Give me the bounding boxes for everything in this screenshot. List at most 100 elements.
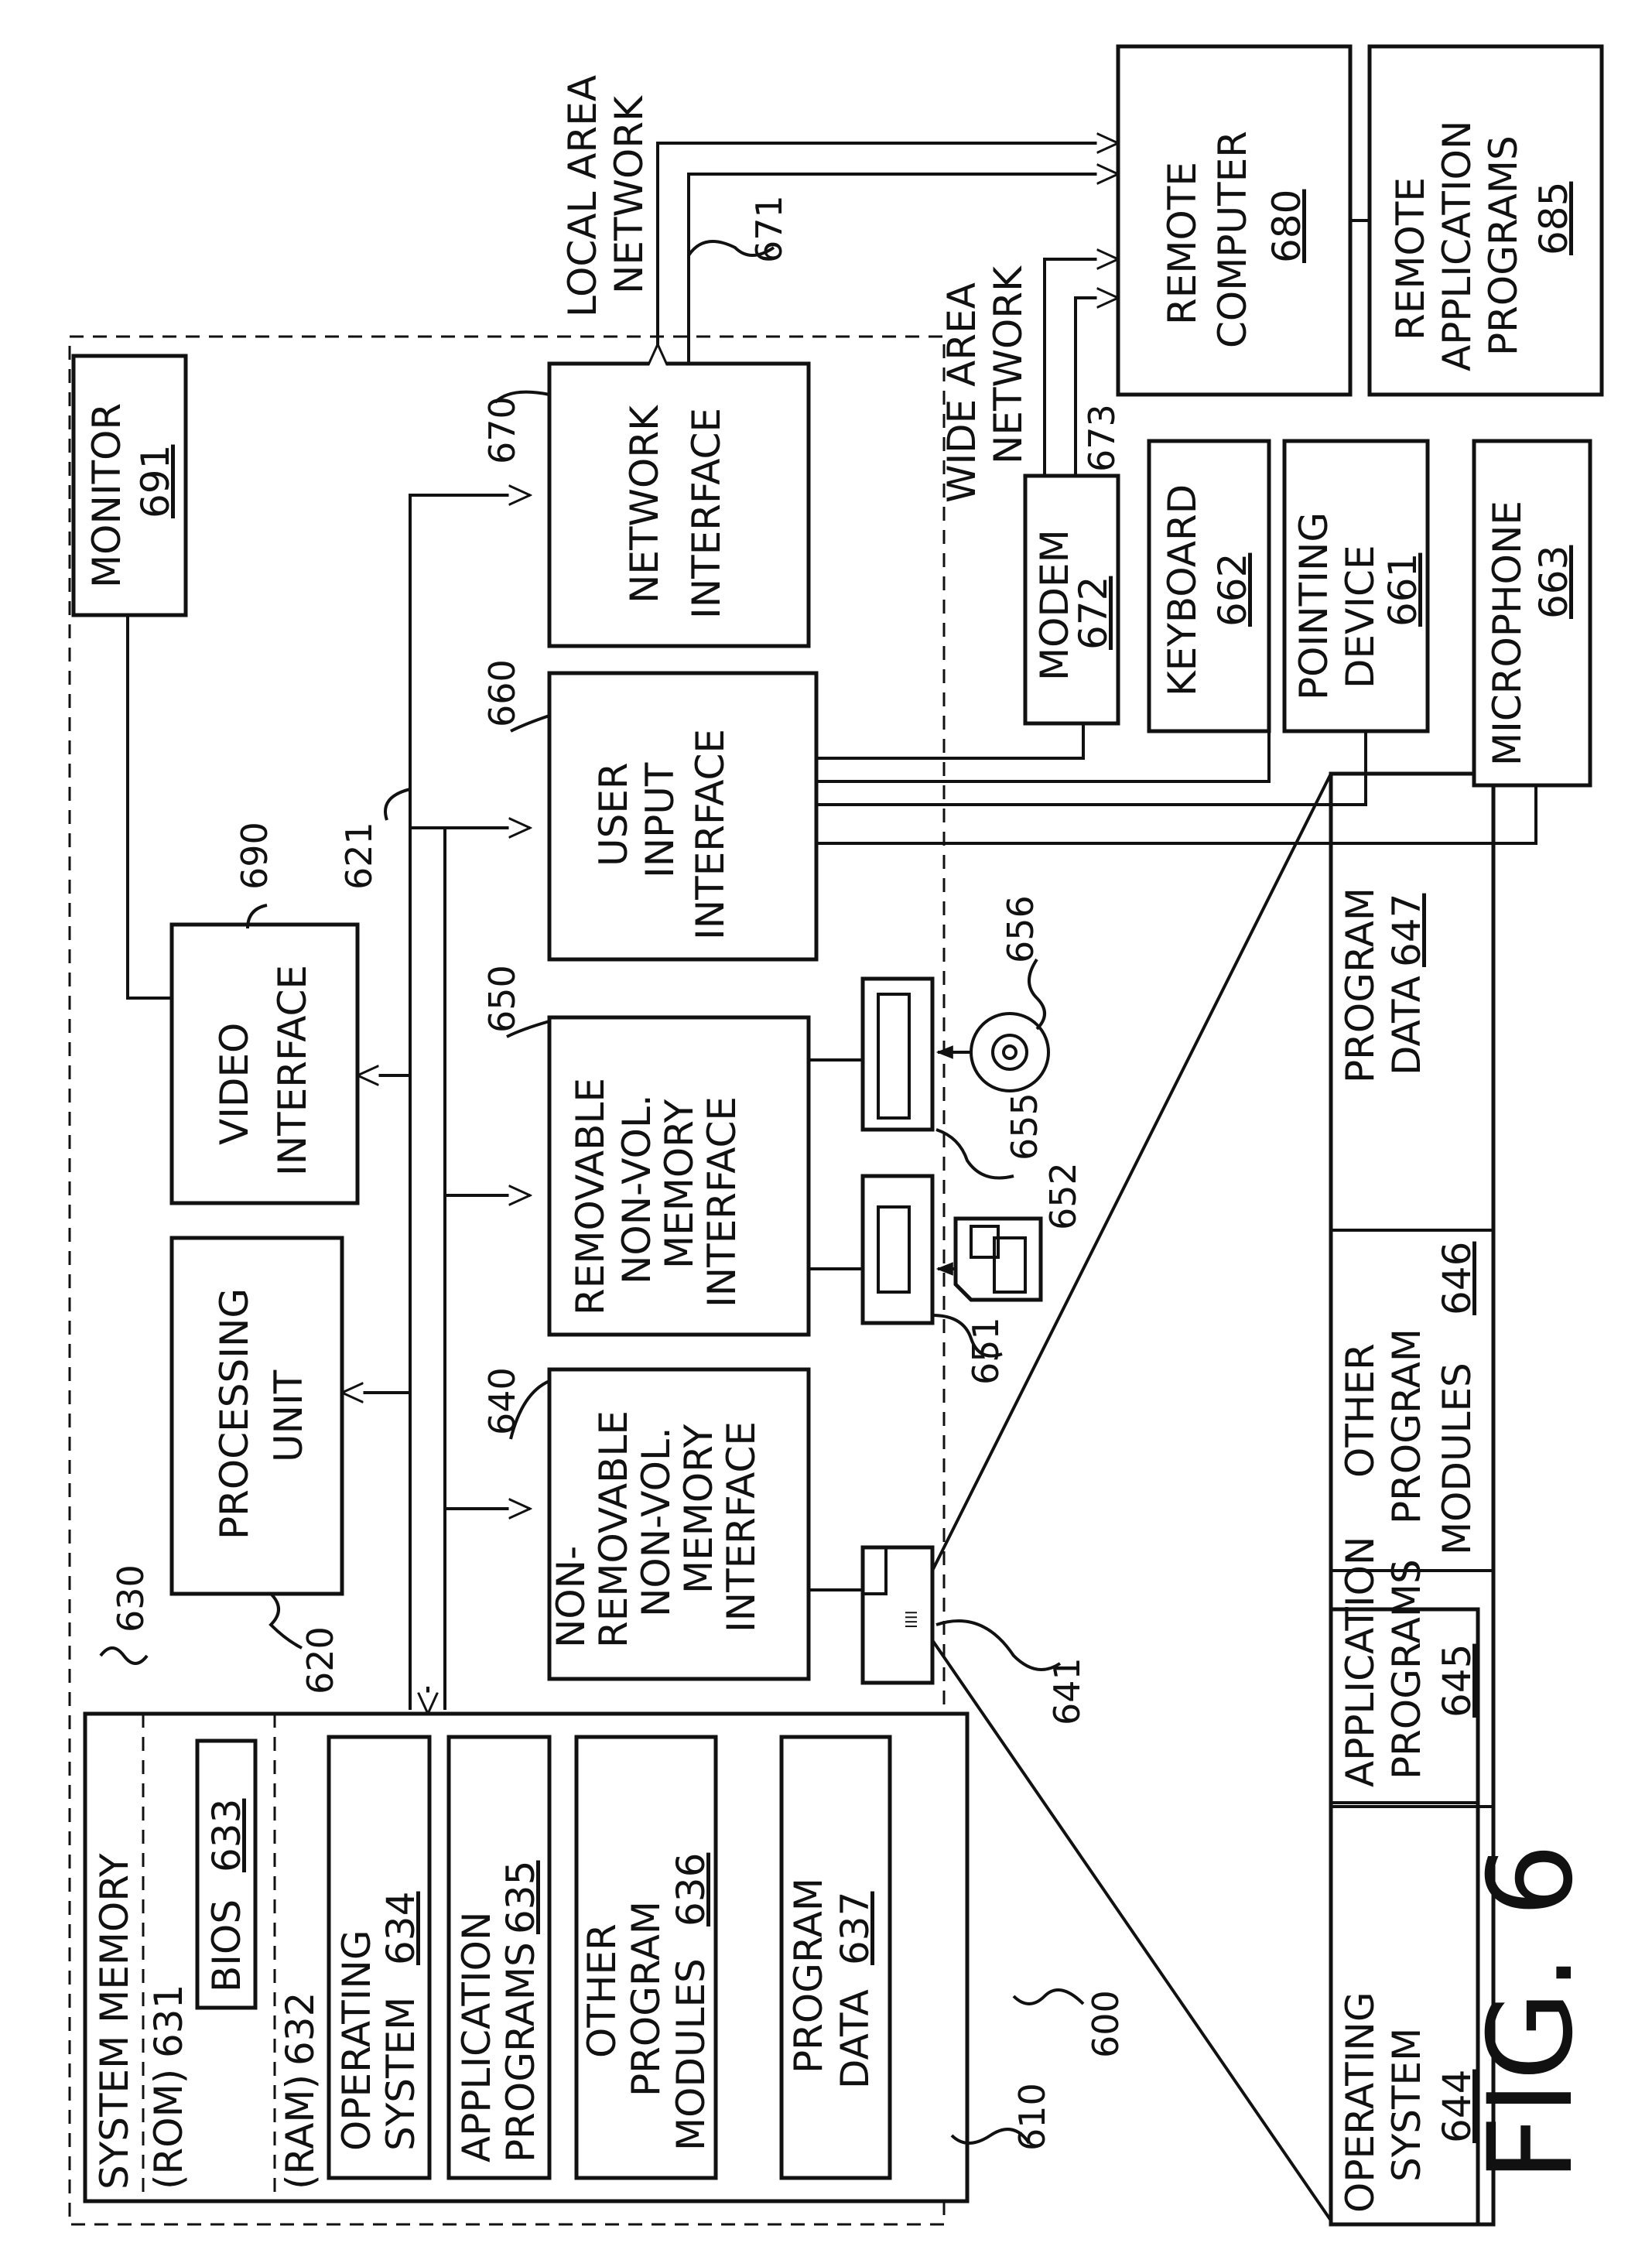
nonremovable-l1: NON-	[549, 1546, 593, 1648]
disk-apps-l1: APPLICATION	[1338, 1537, 1383, 1787]
mem-modules-l3: MODULES	[669, 1958, 713, 2151]
bios-label: BIOS	[204, 1899, 249, 1992]
pointing-l2: DEVICE	[1338, 545, 1383, 689]
processing-unit-l2: UNIT	[266, 1369, 311, 1462]
nonremovable-l4: MEMORY	[676, 1424, 721, 1594]
processing-unit-l1: PROCESSING	[212, 1288, 257, 1540]
wan-l2: NETWORK	[986, 265, 1031, 464]
ref-671: 671	[748, 195, 790, 263]
nonremovable-l2: REMOVABLE	[591, 1410, 636, 1648]
ram-ref: 632	[278, 1992, 323, 2066]
rom-ref: 631	[146, 1985, 191, 2058]
magnetic-drive-icon	[863, 1176, 932, 1323]
user-input-l2: INPUT	[638, 762, 682, 878]
ref-655: 655	[1004, 1092, 1045, 1161]
remote-apps-l2: APPLICATION	[1435, 121, 1479, 371]
disk-os-l2: SYSTEM	[1384, 2028, 1429, 2182]
monitor-link	[128, 615, 172, 998]
figure-label: FIG. 6	[1464, 1843, 1599, 2182]
system-memory-title: SYSTEM MEMORY	[92, 1853, 137, 2190]
hard-disk-icon: IIII	[863, 1547, 932, 1683]
disk-data-l1: PROGRAM	[1338, 887, 1383, 1083]
ref-651: 651	[965, 1317, 1007, 1385]
removable-l2: NON-VOL.	[614, 1094, 659, 1284]
modem-ref: 672	[1071, 576, 1116, 650]
pointing-ref: 661	[1380, 553, 1425, 627]
network-l2: INTERFACE	[684, 408, 729, 619]
monitor-label: MONITOR	[84, 403, 129, 588]
mem-modules-l1: OTHER	[580, 1923, 624, 2058]
lan-connection	[658, 143, 1118, 364]
system-memory-block: SYSTEM MEMORY (ROM) 631 BIOS 633 (RAM) 6…	[85, 1714, 967, 2201]
mem-os-ref: 634	[378, 1892, 423, 1965]
bios-ref: 633	[204, 1799, 249, 1872]
ref-652: 652	[1042, 1162, 1084, 1230]
leader-600	[1014, 1990, 1083, 2004]
nonremovable-l5: INTERFACE	[719, 1421, 764, 1632]
keyboard-label: KEYBOARD	[1160, 484, 1205, 696]
remote-apps-ref: 685	[1531, 182, 1576, 255]
video-interface-l1: VIDEO	[212, 1023, 257, 1145]
ref-670: 670	[481, 396, 523, 464]
leader-641	[936, 1621, 1060, 1670]
microphone-label: MICROPHONE	[1485, 501, 1530, 766]
remote-computer-ref: 680	[1264, 190, 1309, 263]
keyboard-ref: 662	[1210, 553, 1255, 627]
video-interface-box	[172, 925, 357, 1203]
user-input-links	[816, 723, 1536, 843]
ref-630: 630	[110, 1564, 152, 1632]
user-input-l3: INTERFACE	[688, 729, 733, 940]
remote-apps-l1: REMOTE	[1388, 177, 1433, 340]
ref-620: 620	[299, 1626, 341, 1694]
optical-drive-icon	[863, 979, 932, 1130]
disk-apps-l2: PROGRAMS	[1384, 1559, 1429, 1779]
pointing-l1: POINTING	[1291, 512, 1336, 700]
ref-660: 660	[481, 659, 523, 727]
removable-l3: MEMORY	[657, 1099, 702, 1269]
mem-data-ref: 637	[833, 1892, 877, 1965]
mem-os-l1: OPERATING	[334, 1930, 379, 2151]
monitor-ref: 691	[133, 445, 178, 518]
leader-630	[101, 1648, 147, 1663]
lan-l1: LOCAL AREA	[560, 75, 605, 317]
mem-modules-l2: PROGRAM	[624, 1901, 669, 2097]
disk-apps-ref: 645	[1435, 1644, 1479, 1718]
rom-label: (ROM)	[146, 2069, 191, 2190]
ref-600: 600	[1085, 1990, 1127, 2058]
remote-apps-l3: PROGRAMS	[1481, 135, 1526, 356]
ref-610: 610	[1011, 2083, 1053, 2151]
leader-621	[385, 789, 410, 820]
removable-l1: REMOVABLE	[568, 1078, 613, 1315]
mem-os-l2: SYSTEM	[378, 1997, 423, 2151]
ram-label: (RAM)	[278, 2074, 323, 2190]
leader-620	[271, 1594, 302, 1648]
mem-apps-ref: 635	[498, 1861, 543, 1934]
wan-l1: WIDE AREA	[939, 282, 984, 503]
disk-modules-l2: PROGRAM	[1384, 1328, 1429, 1524]
mem-apps-l2: PROGRAMS	[498, 1942, 543, 2162]
video-interface-l2: INTERFACE	[270, 965, 315, 1176]
floppy-disk-icon	[956, 1219, 1041, 1300]
ref-673: 673	[1081, 404, 1123, 472]
mem-modules-ref: 636	[669, 1853, 713, 1927]
mem-data-l1: PROGRAM	[786, 1878, 831, 2074]
leader-655	[936, 1130, 1014, 1178]
processing-unit-box	[172, 1238, 342, 1594]
disk-os-l1: OPERATING	[1338, 1991, 1383, 2213]
svg-text:IIII: IIII	[902, 1610, 921, 1629]
network-l1: NETWORK	[622, 405, 667, 603]
disk-data-l2: DATA	[1384, 976, 1429, 1075]
ref-640: 640	[481, 1367, 523, 1435]
ref-621: 621	[338, 822, 380, 890]
lan-l2: NETWORK	[607, 95, 652, 294]
microphone-ref: 663	[1531, 545, 1576, 619]
disk-modules-l3: MODULES	[1435, 1362, 1479, 1555]
disk-modules-ref: 646	[1435, 1242, 1479, 1315]
optical-disk-icon	[971, 1014, 1048, 1091]
mem-apps-l1: APPLICATION	[454, 1912, 499, 2162]
network-interface-box	[549, 364, 809, 646]
user-input-l1: USER	[591, 762, 636, 867]
nonremovable-l3: NON-VOL.	[634, 1427, 679, 1617]
disk-contents: OPERATING SYSTEM 644 APPLICATION PROGRAM…	[932, 774, 1493, 2224]
